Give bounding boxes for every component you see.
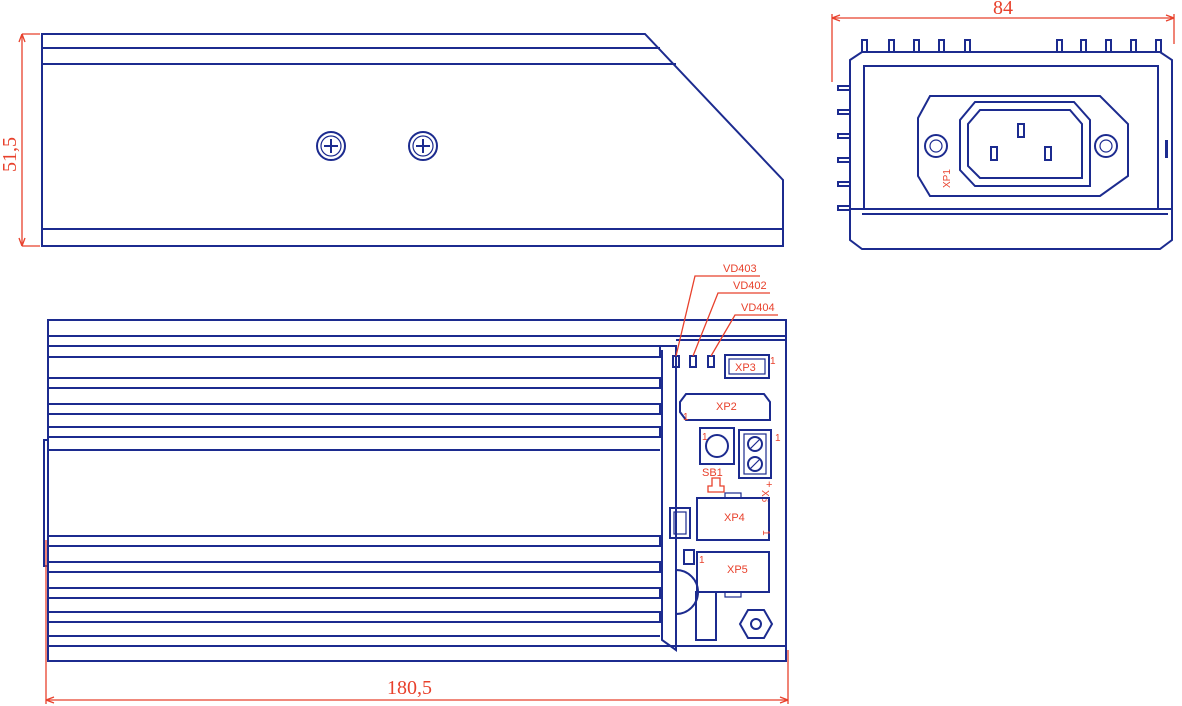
width-dimension-label: 84	[993, 0, 1013, 19]
end-view: XP1	[837, 39, 1173, 250]
xp2-label: XP2	[716, 401, 737, 413]
vd404-label: VD404	[741, 302, 775, 314]
xp1-label: XP1	[942, 169, 953, 188]
vd403-label: VD403	[723, 263, 757, 275]
xp4-label: XP4	[724, 512, 745, 524]
led-callouts: VD403 VD402 VD404	[675, 263, 778, 357]
screw-right	[408, 131, 438, 161]
x6-pin1: 1	[775, 433, 781, 444]
sb1-label: SB1	[702, 467, 723, 479]
width-dimension: 84	[831, 0, 1175, 82]
xp3-label: XP3	[735, 362, 756, 374]
x6-plus: +	[766, 479, 772, 491]
xp5-pin1: 1	[699, 555, 705, 566]
height-dimension-label: 51,5	[0, 137, 21, 172]
length-dimension: 180,5	[45, 540, 789, 704]
height-dimension: 51,5	[0, 33, 40, 247]
sb1-pin1: 1	[702, 432, 708, 443]
screw-left	[316, 131, 346, 161]
xp4-pin1: 1	[760, 530, 771, 536]
vd402-label: VD402	[733, 280, 767, 292]
xp3-pin1: 1	[770, 356, 776, 367]
side-view	[41, 33, 784, 247]
xp2-pin1: 1	[683, 412, 689, 423]
top-view: XP3 1 XP2 1 1 SB1 1 X6 + XP4 1 XP5 1	[43, 319, 787, 662]
xp5-label: XP5	[727, 564, 748, 576]
length-dimension-label: 180,5	[387, 677, 432, 699]
x6-label: X6	[759, 490, 770, 503]
